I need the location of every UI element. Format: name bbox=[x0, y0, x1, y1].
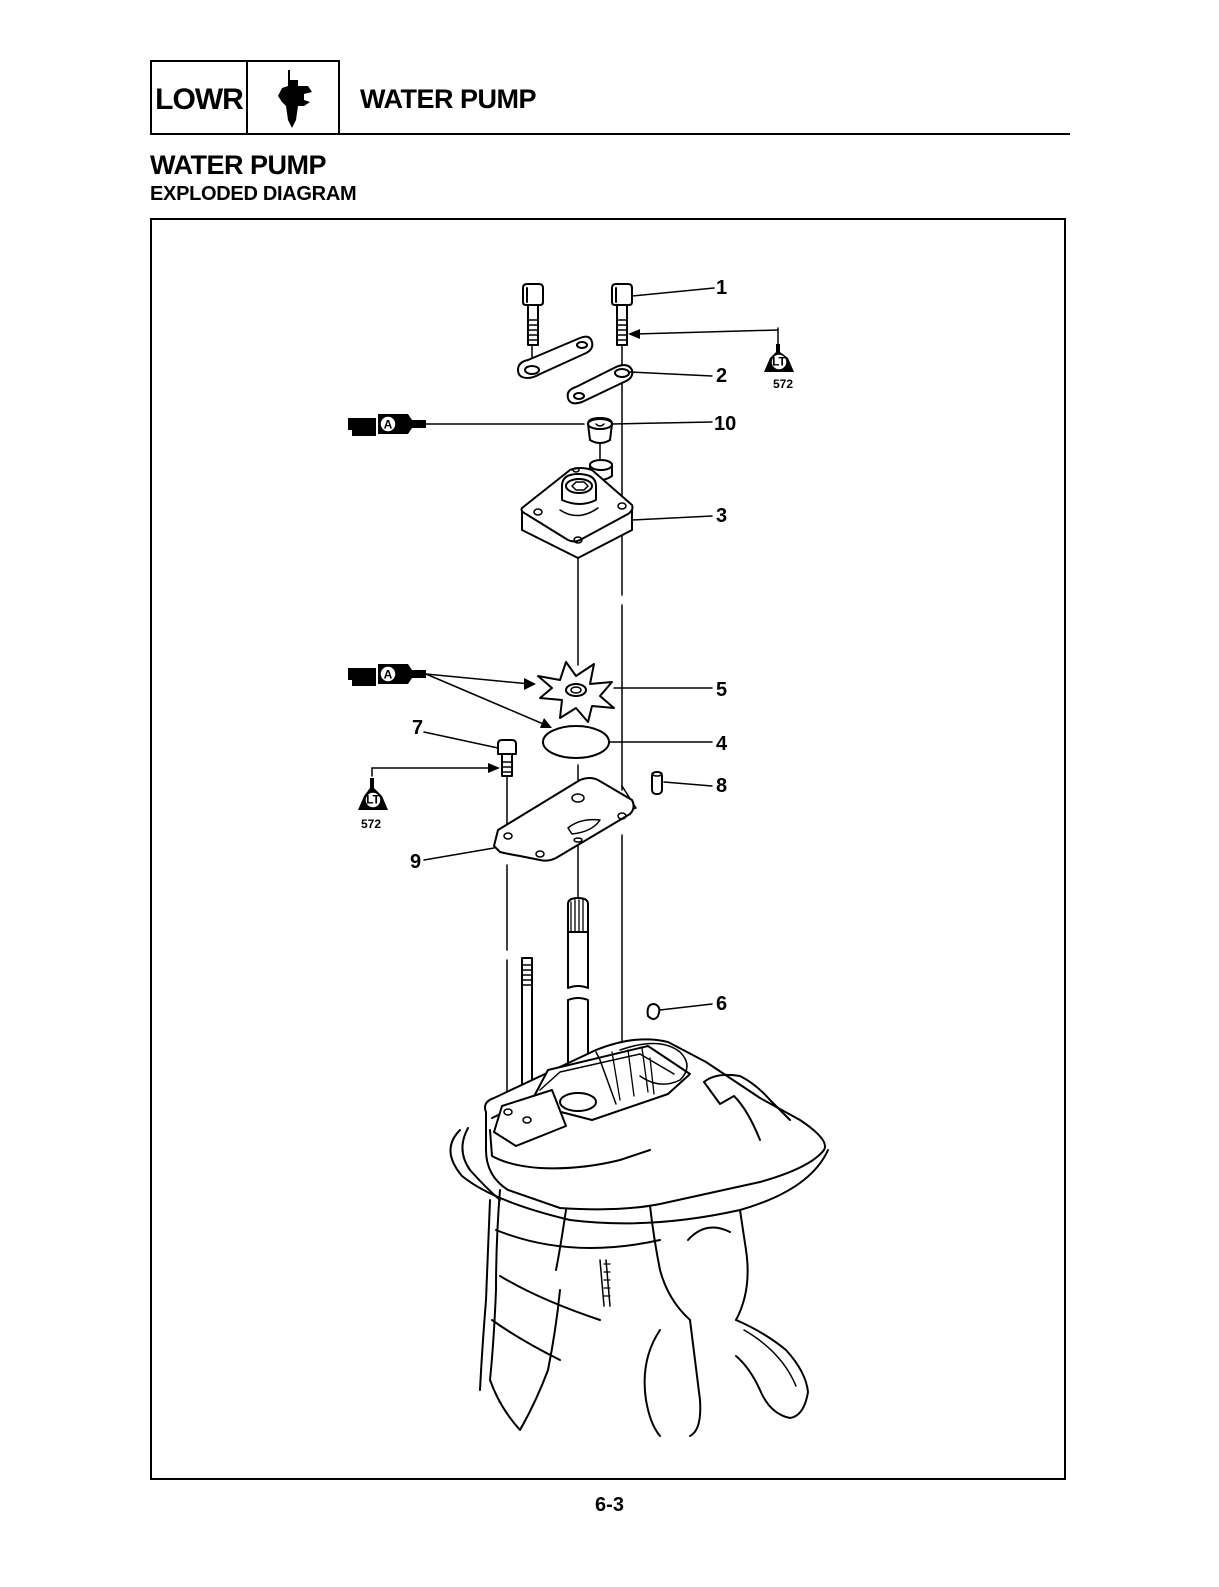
callout-10: 10 bbox=[714, 413, 736, 435]
page-number: 6-3 bbox=[0, 1494, 1219, 1517]
grease-symbol-letter: A bbox=[384, 418, 393, 432]
impeller bbox=[538, 662, 614, 722]
callout-9: 9 bbox=[410, 851, 421, 873]
threadlock-symbol-number: 572 bbox=[773, 377, 793, 391]
outer-plate bbox=[494, 778, 634, 861]
lower-unit-casing bbox=[450, 1039, 828, 1436]
pump-housing-bolts bbox=[523, 284, 632, 345]
threadlock-symbol-letters: LT bbox=[366, 793, 380, 807]
plate-bolt bbox=[498, 740, 516, 776]
callout-8: 8 bbox=[716, 775, 727, 797]
callout-7: 7 bbox=[412, 717, 423, 739]
callout-2: 2 bbox=[716, 365, 727, 387]
threadlock-symbol-letters: LT bbox=[772, 355, 786, 369]
callout-3: 3 bbox=[716, 505, 727, 527]
callout-1: 1 bbox=[716, 277, 727, 299]
callout-6: 6 bbox=[716, 993, 727, 1015]
retaining-plates bbox=[518, 337, 632, 404]
grease-symbol-letter: A bbox=[384, 668, 393, 682]
woodruff-key bbox=[648, 1004, 660, 1019]
dowel-pin bbox=[652, 772, 662, 794]
o-ring bbox=[543, 726, 609, 758]
pump-housing bbox=[522, 468, 633, 558]
threadlock-symbol-number: 572 bbox=[361, 817, 381, 831]
callout-5: 5 bbox=[716, 679, 727, 701]
callout-4: 4 bbox=[716, 733, 728, 755]
